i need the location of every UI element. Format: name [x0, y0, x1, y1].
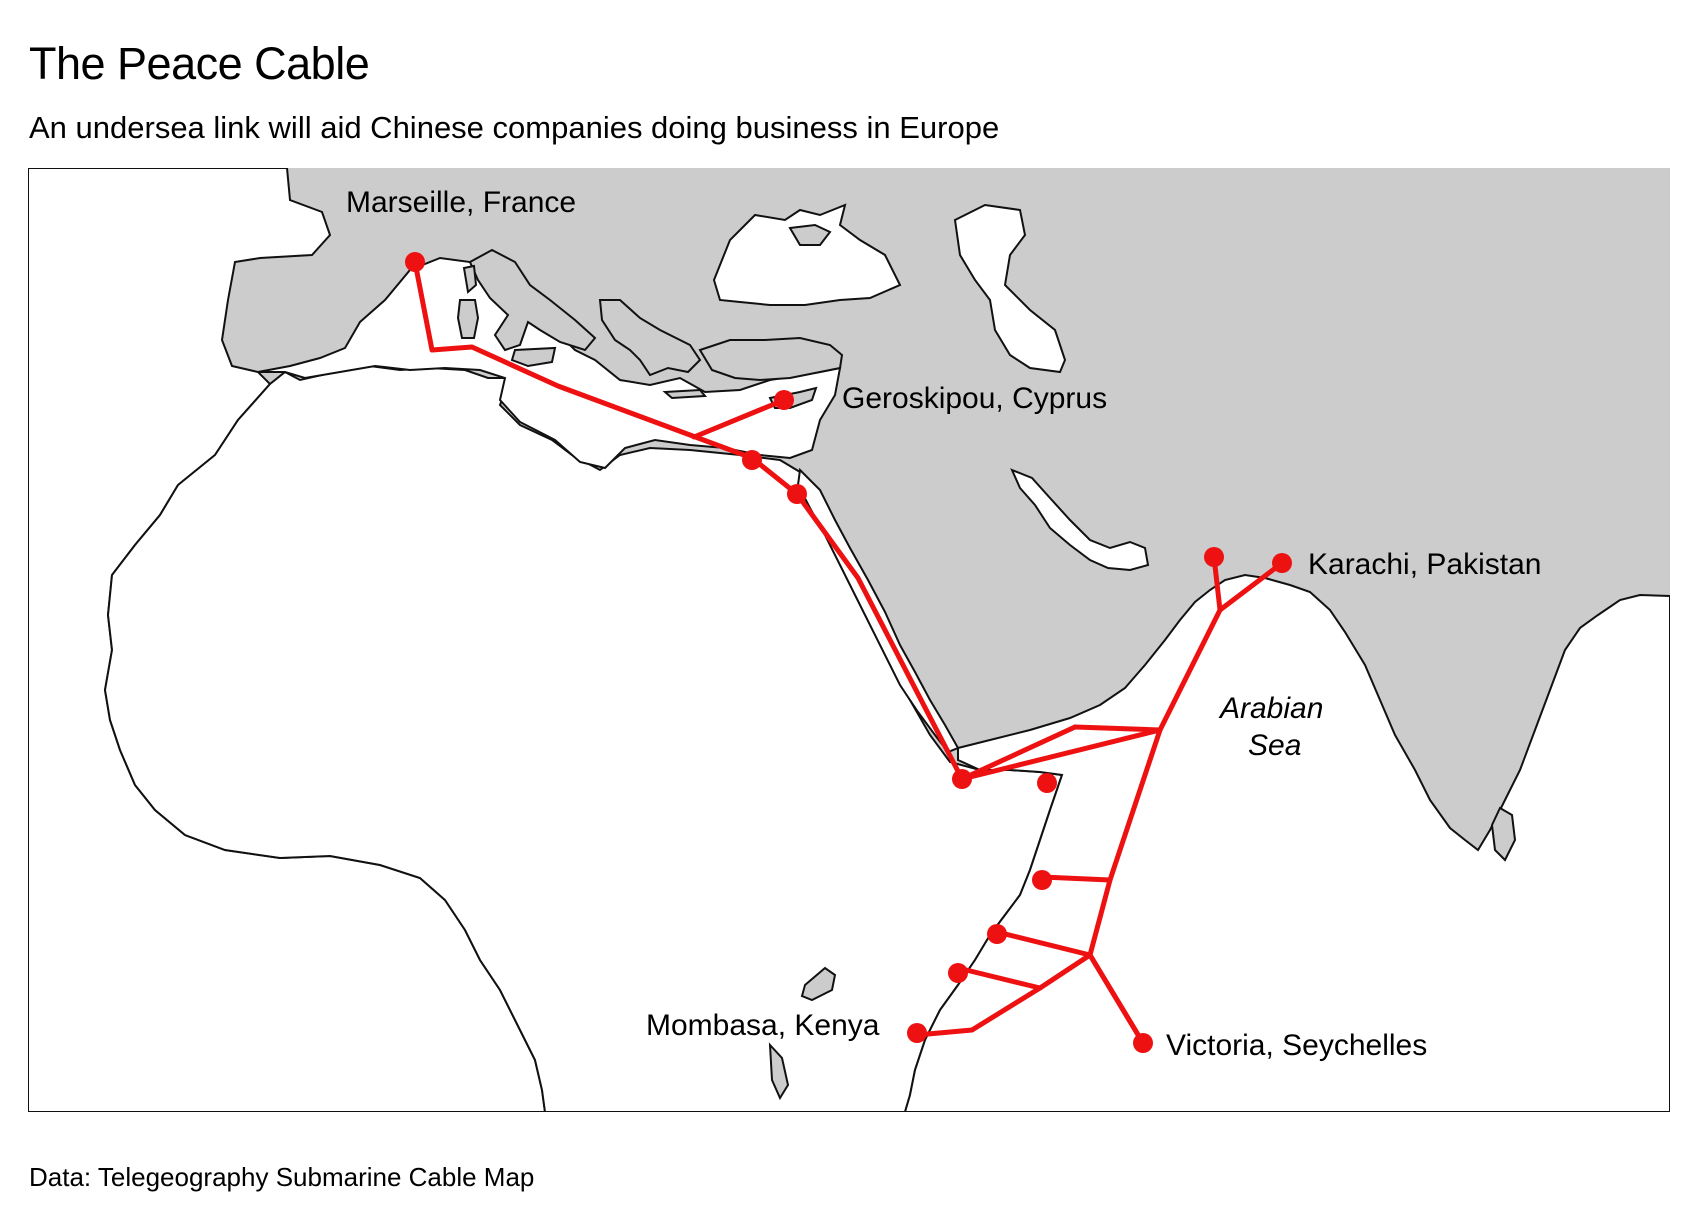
- landing-point-victoria[interactable]: [1133, 1033, 1153, 1053]
- page-title: The Peace Cable: [29, 38, 370, 89]
- landing-point-somalia-1[interactable]: [1032, 870, 1052, 890]
- label-arabian-sea-line2: Sea: [1248, 729, 1301, 762]
- balkans-landmass: [598, 299, 702, 377]
- comoros-islands: [768, 1042, 790, 1101]
- cable-branch-cyprus: [691, 397, 787, 440]
- landing-point-mombasa[interactable]: [907, 1023, 927, 1043]
- cable-trunk-north: [1072, 560, 1285, 733]
- landing-points: [405, 252, 1292, 1053]
- landing-point-egypt-south[interactable]: [787, 484, 807, 504]
- black-sea: [712, 203, 902, 306]
- label-geroskipou: Geroskipou, Cyprus: [842, 382, 1107, 415]
- persian-gulf: [1010, 468, 1150, 572]
- caspian-sea: [953, 203, 1067, 374]
- crete-island: [662, 388, 708, 400]
- label-marseille: Marseille, France: [346, 186, 576, 219]
- sicily-island: [510, 346, 557, 368]
- page-subtitle: An undersea link will aid Chinese compan…: [29, 110, 1000, 145]
- data-source: Data: Telegeography Submarine Cable Map: [29, 1162, 535, 1192]
- landing-point-djibouti[interactable]: [952, 769, 972, 789]
- crimea-peninsula: [788, 223, 832, 246]
- landing-point-egypt-north[interactable]: [742, 450, 762, 470]
- label-victoria: Victoria, Seychelles: [1166, 1029, 1427, 1062]
- cable-branch-djibouti: [959, 724, 1078, 782]
- label-arabian-sea-line1: Arabian: [1218, 692, 1323, 725]
- landing-point-karachi[interactable]: [1272, 553, 1292, 573]
- indian-ocean: [903, 573, 1670, 1112]
- sri-lanka-island: [1490, 806, 1517, 862]
- map: Marseille, France Geroskipou, Cyprus Kar…: [28, 168, 1670, 1112]
- landing-point-somalia-3[interactable]: [948, 963, 968, 983]
- landing-point-gwadar[interactable]: [1204, 547, 1224, 567]
- madagascar-island: [800, 966, 837, 1002]
- italy-landmass: [468, 248, 597, 352]
- cable-branch-victoria: [1087, 952, 1143, 1041]
- landing-point-somalia-2[interactable]: [987, 924, 1007, 944]
- label-karachi: Karachi, Pakistan: [1308, 548, 1541, 581]
- landing-point-geroskipou[interactable]: [774, 390, 794, 410]
- cable-branch-somalia-2: [994, 929, 1093, 958]
- landing-point-berbera[interactable]: [1037, 773, 1057, 793]
- cable-branch-somalia-3: [969, 985, 1043, 1033]
- label-mombasa: Mombasa, Kenya: [646, 1009, 880, 1042]
- cable-branch-somalia-1: [1039, 874, 1113, 883]
- anatolia-landmass: [698, 336, 844, 382]
- landing-point-marseille[interactable]: [405, 252, 425, 272]
- sardinia-island: [456, 299, 480, 339]
- corsica-island: [462, 264, 478, 294]
- map-canvas: Marseille, France Geroskipou, Cyprus Kar…: [28, 168, 1670, 1112]
